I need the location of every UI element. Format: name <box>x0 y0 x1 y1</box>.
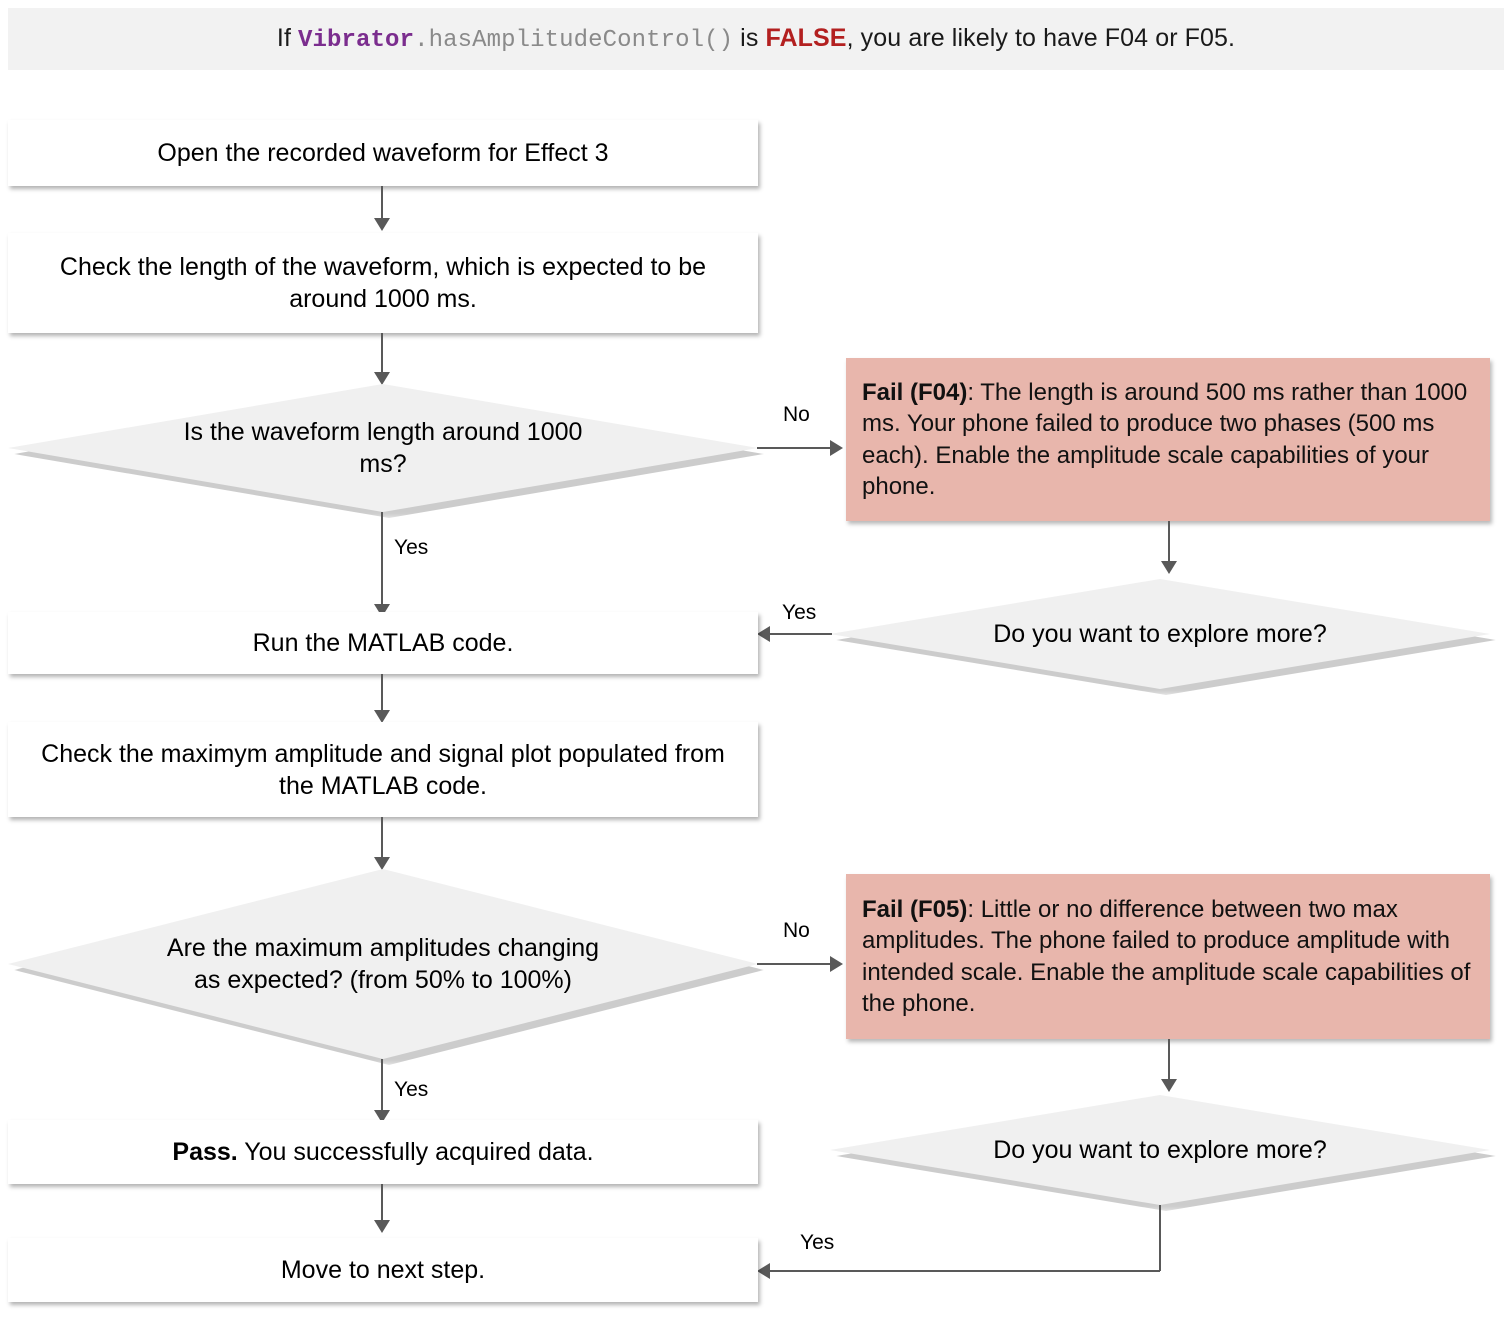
node-decision-explore-more-1[interactable]: Do you want to explore more? <box>830 579 1490 689</box>
node-fail-f04[interactable]: Fail (F04): The length is around 500 ms … <box>846 358 1490 521</box>
node-pass-label: Pass. You successfully acquired data. <box>172 1136 593 1168</box>
connector-decision1-no <box>757 447 832 449</box>
node-check-length[interactable]: Check the length of the waveform, which … <box>8 233 758 333</box>
arrowhead-check-to-decision1 <box>374 372 390 385</box>
connector-pass-to-next <box>381 1184 383 1226</box>
node-move-next-step[interactable]: Move to next step. <box>8 1238 758 1302</box>
edge-label-length-yes: Yes <box>394 536 429 559</box>
node-fail-f04-label: Fail (F04): The length is around 500 ms … <box>862 377 1474 502</box>
connector-decision1-yes <box>381 512 383 612</box>
arrowhead-pass-to-next <box>374 1220 390 1233</box>
pass-body: You successfully acquired data. <box>237 1138 594 1166</box>
node-run-matlab[interactable]: Run the MATLAB code. <box>8 612 758 674</box>
edge-label-explore1-yes: Yes <box>782 601 817 624</box>
arrowhead-f04-to-explore1 <box>1161 561 1177 574</box>
fail-f04-bold-prefix: Fail (F04) <box>862 379 968 407</box>
arrowhead-decision2-no <box>830 956 843 972</box>
connector-explore1-yes <box>770 633 832 635</box>
connector-f04-to-explore1 <box>1168 521 1170 567</box>
node-check-length-label: Check the length of the waveform, which … <box>59 253 707 313</box>
edge-label-length-no: No <box>783 403 810 426</box>
node-move-next-step-label: Move to next step. <box>280 1256 486 1284</box>
header-suffix: , you are likely to have F04 or F05. <box>846 24 1236 52</box>
connector-f05-to-explore2 <box>1168 1039 1170 1085</box>
edge-label-amplitude-no: No <box>783 919 810 942</box>
node-check-amplitude[interactable]: Check the maximym amplitude and signal p… <box>8 722 758 817</box>
header-banner: If Vibrator.hasAmplitudeControl() is FAL… <box>8 8 1504 70</box>
connector-explore2-yes-vertical <box>1159 1205 1161 1271</box>
node-decision-waveform-length[interactable]: Is the waveform length around 1000 ms? <box>8 384 758 512</box>
arrowhead-check-amp-to-decision2 <box>374 857 390 870</box>
keyword-false: FALSE <box>765 24 847 52</box>
node-run-matlab-label: Run the MATLAB code. <box>252 629 514 657</box>
header-prefix: If <box>276 24 299 52</box>
arrowhead-explore2-yes <box>757 1263 770 1279</box>
connector-explore2-yes-horizontal <box>770 1270 1160 1272</box>
fail-f04-body: : The length is around 500 ms rather tha… <box>862 379 1468 500</box>
fail-f05-bold-prefix: Fail (F05) <box>862 896 968 924</box>
node-decision-amplitudes[interactable]: Are the maximum amplitudes changing as e… <box>8 869 758 1059</box>
node-fail-f05-label: Fail (F05): Little or no difference betw… <box>862 894 1474 1019</box>
connector-decision2-yes <box>381 1059 383 1117</box>
code-method-name: .hasAmplitudeControl() <box>414 27 734 54</box>
node-pass[interactable]: Pass. You successfully acquired data. <box>8 1120 758 1184</box>
header-middle: is <box>733 24 766 52</box>
header-statement: If Vibrator.hasAmplitudeControl() is FAL… <box>277 24 1235 54</box>
node-open-waveform-label: Open the recorded waveform for Effect 3 <box>157 139 609 167</box>
connector-run-to-check-amp <box>381 674 383 716</box>
node-check-amplitude-label: Check the maximym amplitude and signal p… <box>41 739 725 800</box>
node-decision-explore-more-2-label: Do you want to explore more? <box>993 1136 1327 1164</box>
arrowhead-open-to-check <box>374 218 390 231</box>
pass-bold-prefix: Pass. <box>172 1138 238 1166</box>
node-open-waveform[interactable]: Open the recorded waveform for Effect 3 <box>8 120 758 186</box>
node-decision-explore-more-1-label: Do you want to explore more? <box>993 620 1327 648</box>
edge-label-explore2-yes: Yes <box>800 1231 835 1254</box>
node-decision-waveform-length-label: Is the waveform length around 1000 ms? <box>183 418 583 478</box>
node-decision-explore-more-2[interactable]: Do you want to explore more? <box>830 1095 1490 1205</box>
arrowhead-explore1-yes <box>757 626 770 642</box>
fail-f05-body: : Little or no difference between two ma… <box>862 896 1471 1017</box>
connector-open-to-check <box>381 186 383 220</box>
edge-label-amplitude-yes: Yes <box>394 1078 429 1101</box>
node-decision-amplitudes-label: Are the maximum amplitudes changing as e… <box>166 934 600 994</box>
arrowhead-decision2-yes <box>374 1110 390 1123</box>
arrowhead-decision1-no <box>830 440 843 456</box>
code-class-name: Vibrator <box>298 27 415 54</box>
node-fail-f05[interactable]: Fail (F05): Little or no difference betw… <box>846 874 1490 1039</box>
connector-check-amp-to-decision2 <box>381 817 383 863</box>
arrowhead-run-to-check-amp <box>374 710 390 723</box>
arrowhead-f05-to-explore2 <box>1161 1079 1177 1092</box>
connector-decision2-no <box>757 963 832 965</box>
connector-check-to-decision1 <box>381 333 383 378</box>
